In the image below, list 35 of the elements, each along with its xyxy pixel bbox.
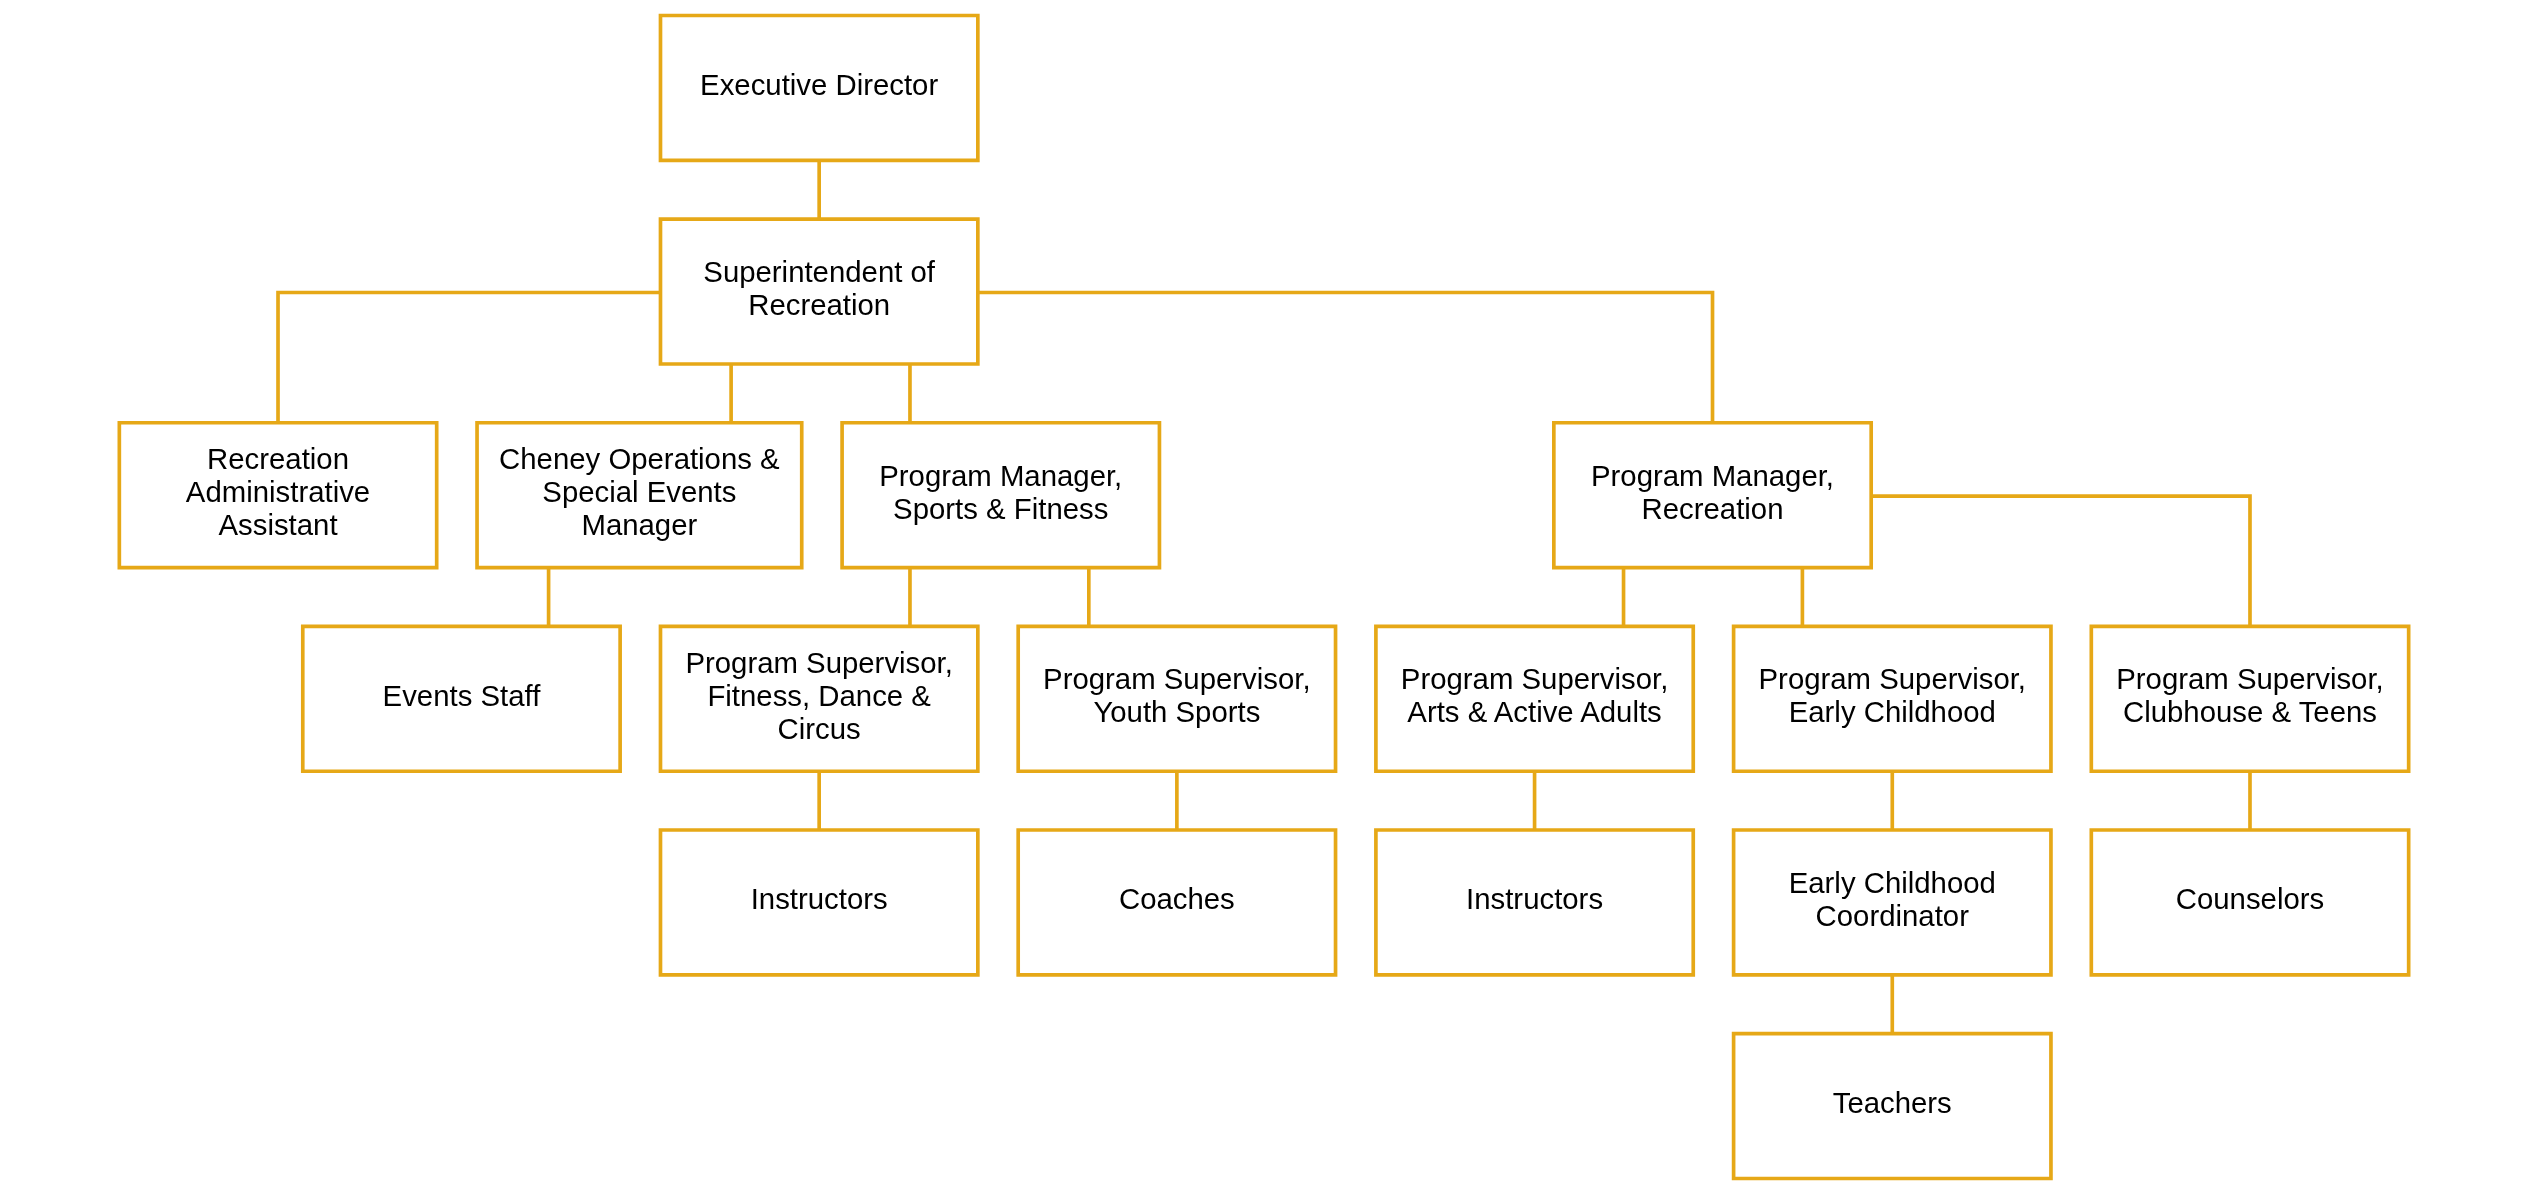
connector xyxy=(816,160,821,219)
connector xyxy=(1532,771,1536,830)
connector xyxy=(1174,771,1179,830)
node-box: Program Supervisor, Youth Sports xyxy=(1015,624,1337,774)
node-box: Events Staff xyxy=(300,624,622,774)
connector xyxy=(907,364,912,423)
connector xyxy=(1800,568,1804,626)
connector xyxy=(728,364,733,423)
node-box: Program Supervisor, Fitness, Dance & Circus xyxy=(658,624,980,774)
connector xyxy=(816,771,821,830)
node-box: Executive Director xyxy=(658,13,980,163)
connector xyxy=(907,568,912,626)
connector xyxy=(2247,771,2252,830)
connector xyxy=(546,568,550,626)
node-box: Program Supervisor, Clubhouse & Teens xyxy=(2088,624,2410,774)
node-box: Superintendent of Recreation xyxy=(658,217,980,366)
node-box: Program Manager, Sports & Fitness xyxy=(839,420,1161,570)
node-box: Program Supervisor, Arts & Active Adults xyxy=(1373,624,1695,774)
node-box: Program Manager, Recreation xyxy=(1551,420,1873,570)
connector xyxy=(1621,568,1625,626)
node-box: Instructors xyxy=(658,828,980,977)
connector xyxy=(1086,568,1091,626)
node-box: Early Childhood Coordinator xyxy=(1731,828,2053,977)
node-box: Coaches xyxy=(1015,828,1337,977)
connector xyxy=(1889,975,1894,1033)
node-box: Instructors xyxy=(1373,828,1695,977)
node-box: Recreation Administrative Assistant xyxy=(117,420,439,570)
connector xyxy=(977,290,1714,423)
connector xyxy=(1889,771,1894,830)
node-box: Counselors xyxy=(2088,828,2410,977)
node-box: Program Supervisor, Early Childhood xyxy=(1731,624,2053,774)
connector xyxy=(1871,494,2252,627)
node-box: Teachers xyxy=(1731,1031,2053,1181)
connector xyxy=(275,290,660,423)
node-box: Cheney Operations & Special Events Manager xyxy=(474,420,804,570)
